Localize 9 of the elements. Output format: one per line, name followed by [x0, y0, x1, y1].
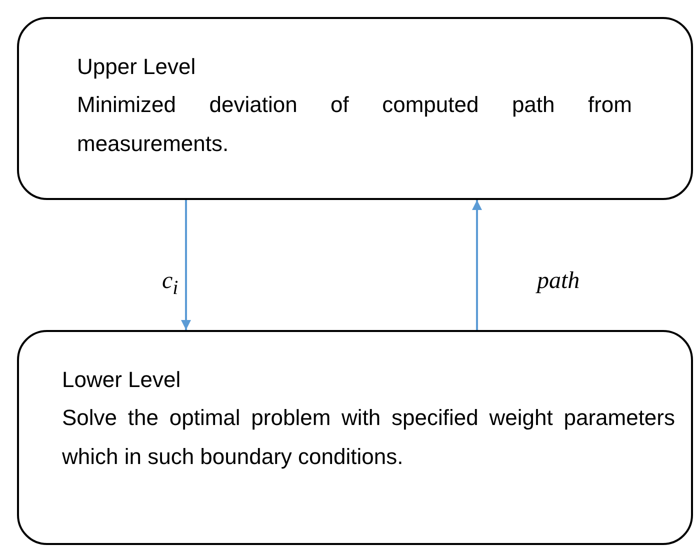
- arrow: [181, 200, 191, 330]
- process-box: [17, 17, 693, 200]
- process-box: [17, 330, 693, 545]
- arrow: [472, 200, 482, 330]
- box-heading: Lower Level: [62, 366, 182, 394]
- box-description: Solve the optimal problem with specified weight parameters which in such boundary conditions.: [62, 404, 675, 471]
- edge-label: path: [535, 268, 582, 295]
- box-heading: Upper Level: [77, 53, 197, 81]
- box-description: Minimized deviation of computed path from measurements.: [77, 91, 632, 158]
